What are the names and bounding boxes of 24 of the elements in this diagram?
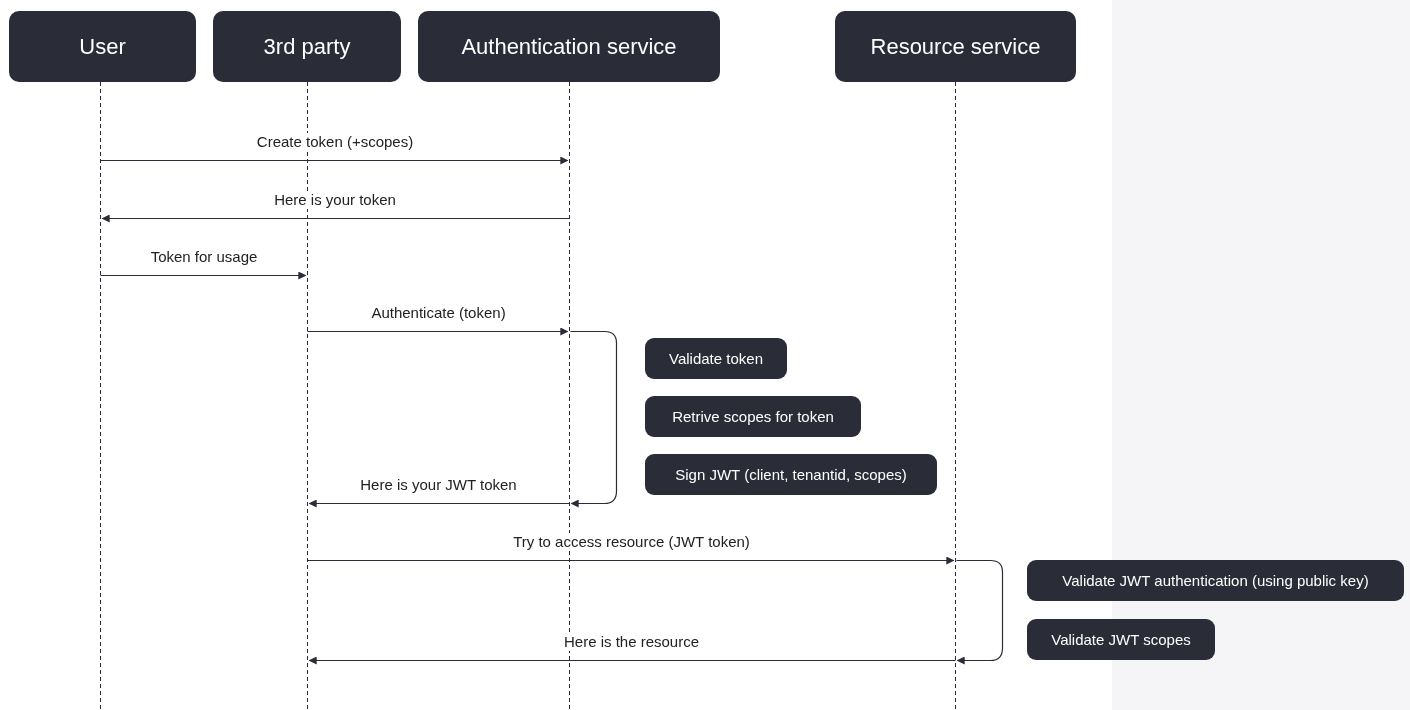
participant-box: Resource service xyxy=(835,11,1076,82)
lifeline xyxy=(100,82,101,710)
note-box: Validate JWT scopes xyxy=(1027,619,1215,660)
message-label: Create token (+scopes) xyxy=(254,132,416,151)
message-arrow xyxy=(306,556,955,565)
participant-box: Authentication service xyxy=(418,11,720,82)
message-arrow xyxy=(306,327,569,336)
self-call-arrow xyxy=(955,559,1004,665)
lifeline xyxy=(569,82,570,710)
note-box: Validate JWT authentication (using public key) xyxy=(1027,560,1404,601)
self-call-arrow xyxy=(569,330,618,508)
message-arrow xyxy=(308,656,957,665)
message-arrow xyxy=(308,499,571,508)
message-arrow xyxy=(101,214,571,223)
message-label: Try to access resource (JWT token) xyxy=(511,532,752,551)
lifeline xyxy=(307,82,308,710)
participant-box: User xyxy=(9,11,196,82)
note-box: Sign JWT (client, tenantid, scopes) xyxy=(645,454,937,495)
lifeline xyxy=(955,82,956,710)
message-arrow xyxy=(99,271,307,280)
note-box: Validate token xyxy=(645,338,787,379)
participant-box: 3rd party xyxy=(213,11,401,82)
message-arrow xyxy=(99,156,569,165)
note-box: Retrive scopes for token xyxy=(645,396,861,437)
